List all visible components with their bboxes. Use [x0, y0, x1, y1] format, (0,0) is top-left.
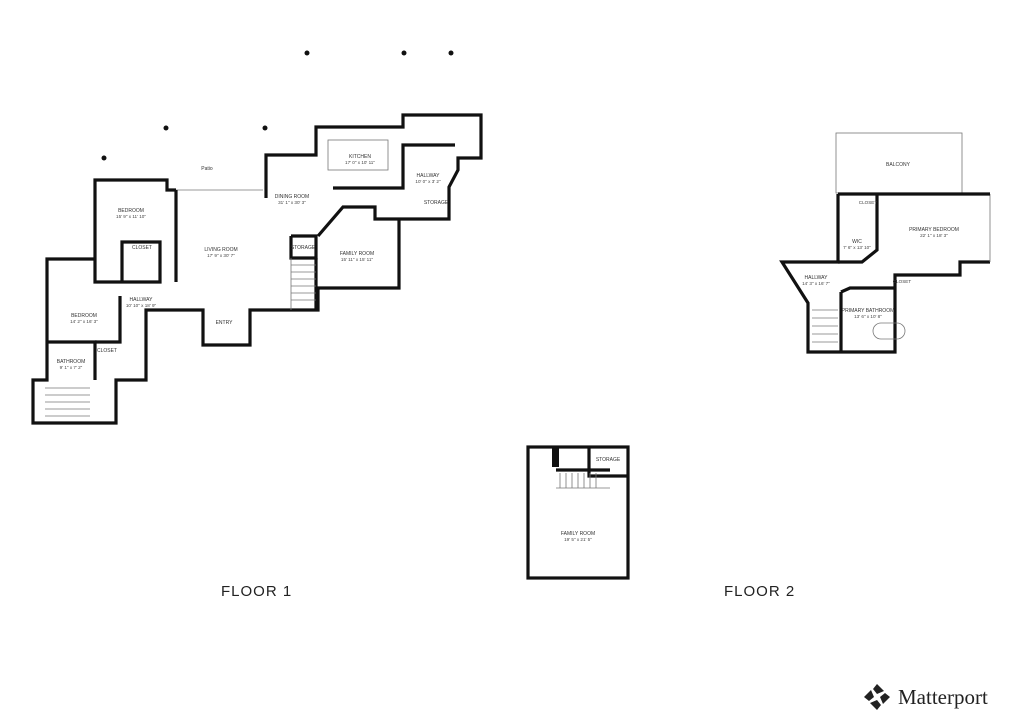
room-label-closet: CLOSET [132, 245, 152, 251]
room-label-entry: ENTRY [216, 320, 234, 326]
brand-name: Matterport [898, 684, 988, 709]
floor1-labels: Patio BEDROOM 15' 9" x 11' 10" LIVING RO… [57, 154, 449, 370]
room-label-living-room: LIVING ROOM [204, 247, 237, 253]
lower-level-walls [526, 445, 630, 580]
floor1-walls [31, 113, 483, 425]
floor-1-label: FLOOR 1 [221, 583, 293, 600]
room-label-storage: STORAGE [291, 245, 316, 251]
room-dims: 15' 11" x 15' 11" [341, 257, 374, 262]
room-label-kitchen: KITCHEN [349, 154, 371, 160]
room-label-closet: CLOSET [893, 279, 912, 284]
room-label-hallway: HALLWAY [805, 275, 829, 281]
floor2-walls [779, 132, 991, 354]
room-dims: 10' 10" x 18' 9" [126, 303, 157, 308]
room-dims: 9' 1" x 7' 2" [60, 365, 83, 370]
room-label-closet: CLOSET [97, 348, 117, 354]
room-dims: 17' 0" x 10' 11" [345, 160, 375, 165]
room-label-hallway: HALLWAY [130, 297, 154, 303]
room-label-closet: CLOSET [859, 200, 878, 205]
room-label-family-room: FAMILY ROOM [340, 251, 374, 257]
room-dims: 7' 6" x 13' 10" [843, 245, 871, 250]
room-label-hallway: HALLWAY [417, 173, 441, 179]
room-label-storage: STORAGE [424, 200, 449, 206]
room-label-bedroom: BEDROOM [71, 313, 97, 319]
room-label-bedroom: BEDROOM [118, 208, 144, 214]
room-dims: 31' 1" x 30' 3" [278, 200, 306, 205]
room-label-primary-bedroom: PRIMARY BEDROOM [909, 227, 959, 233]
room-dims: 17' 9" x 30' 7" [207, 253, 235, 258]
room-label-dining-room: DINING ROOM [275, 194, 309, 200]
room-label-balcony: BALCONY [886, 162, 911, 168]
matterport-pinwheel-icon [864, 684, 890, 710]
floor2-labels: BALCONY PRIMARY BEDROOM 22' 1" x 18' 3" … [561, 162, 959, 542]
room-label-primary-bathroom: PRIMARY BATHROOM [842, 308, 895, 314]
room-dims: 13' 6" x 10' 8" [854, 314, 882, 319]
matterport-logo: Matterport [862, 682, 988, 712]
room-label-bathroom: BATHROOM [57, 359, 86, 365]
room-label-patio: Patio [201, 166, 213, 172]
room-dims: 10' 0" x 3' 2" [415, 179, 441, 184]
room-dims: 19' 5" x 21' 5" [564, 537, 592, 542]
room-dims: 14' 2" x 16' 3" [70, 319, 98, 324]
room-dims: 15' 9" x 11' 10" [116, 214, 146, 219]
room-dims: 14' 3" x 16' 7" [802, 281, 830, 286]
room-label-storage: STORAGE [596, 457, 621, 463]
floor-2-label: FLOOR 2 [724, 583, 796, 600]
room-label-wic: WIC [852, 239, 862, 245]
room-label-family-room: FAMILY ROOM [561, 531, 595, 537]
room-dims: 22' 1" x 18' 3" [920, 233, 948, 238]
patio-posts [101, 50, 454, 161]
